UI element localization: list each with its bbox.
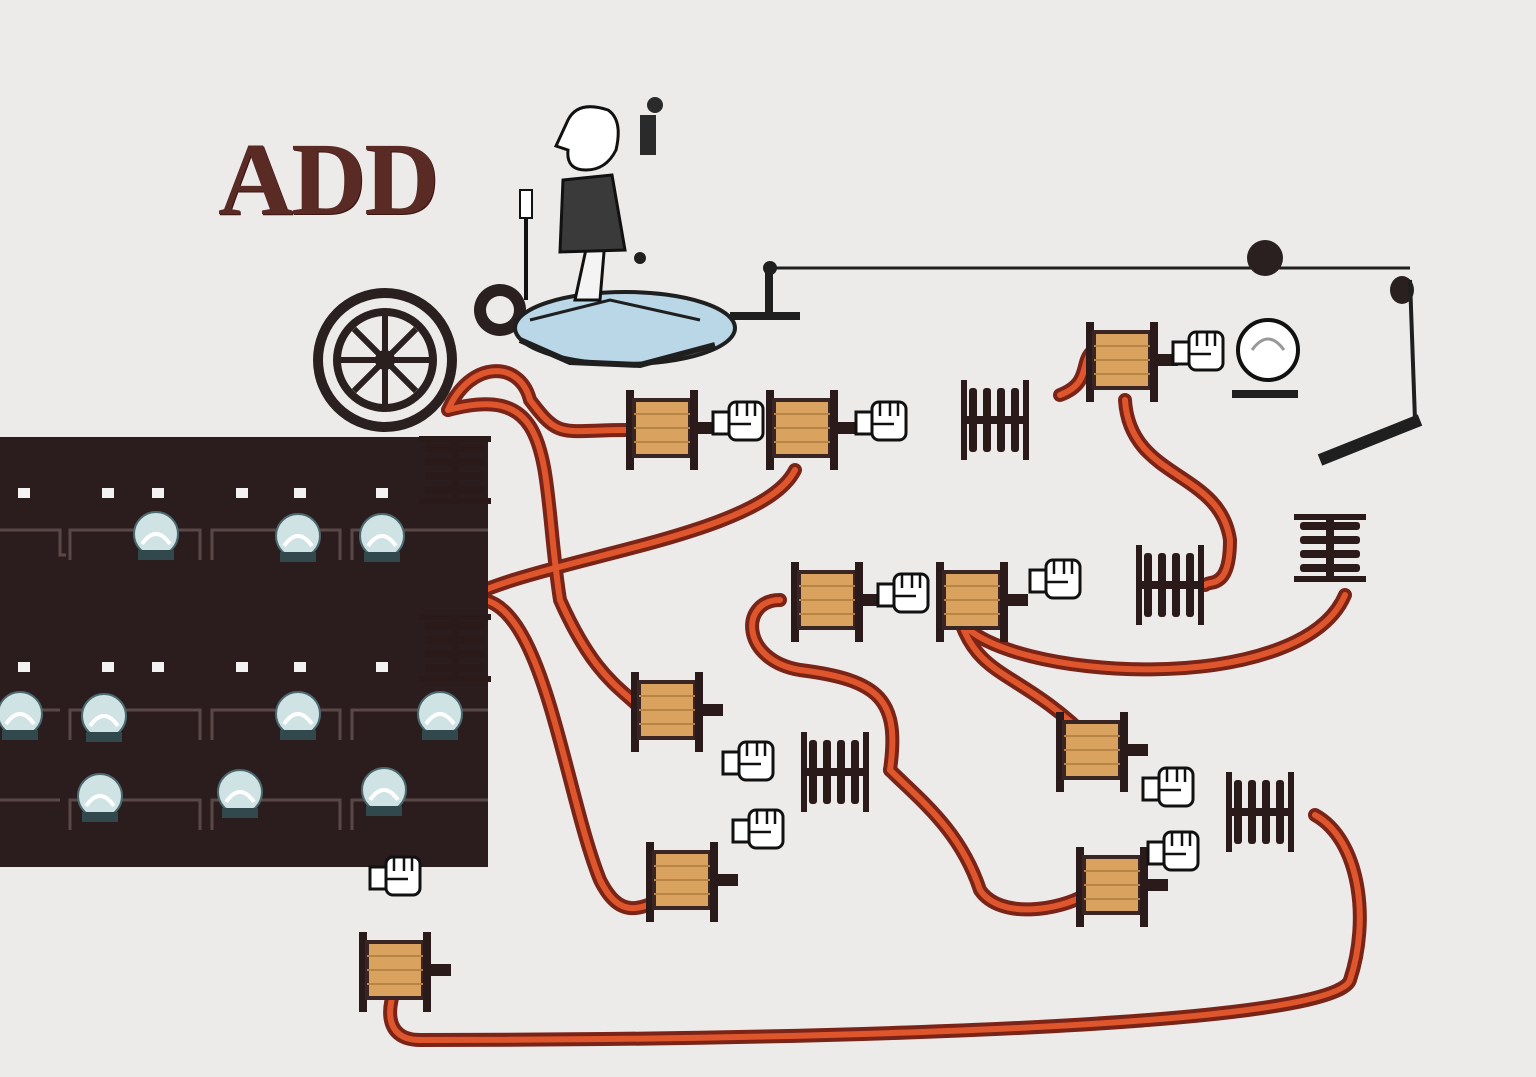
relay-7 (644, 840, 740, 924)
fist-5 (1028, 558, 1082, 600)
output-lamp (1232, 318, 1300, 398)
relay-8 (1054, 710, 1150, 794)
turntable (513, 261, 800, 369)
fist-6 (721, 740, 775, 782)
pulley-line (770, 240, 1423, 466)
relay-2 (764, 388, 860, 472)
relay-4 (789, 560, 885, 644)
coil-3 (1294, 514, 1366, 582)
small-gear (474, 284, 526, 336)
fist-1 (711, 400, 765, 442)
fist-8 (1141, 766, 1195, 808)
relay-6 (629, 670, 725, 754)
operator-figure (519, 97, 663, 302)
relay-3 (1084, 320, 1180, 404)
wires (383, 338, 1367, 1048)
relay-5 (934, 560, 1030, 644)
fist-3 (1171, 330, 1225, 372)
control-panel (0, 437, 488, 867)
fist-9 (1146, 830, 1200, 872)
relay-10 (357, 930, 453, 1014)
page-title: ADD (218, 122, 439, 237)
coil-5 (1136, 545, 1204, 625)
coil-4 (961, 380, 1029, 460)
fist-2 (854, 400, 908, 442)
coil-7 (1226, 772, 1294, 852)
coil-6 (801, 732, 869, 812)
fist-4 (876, 572, 930, 614)
fist-7 (731, 808, 785, 850)
gear-wheel (313, 288, 457, 432)
relay-1 (624, 388, 720, 472)
